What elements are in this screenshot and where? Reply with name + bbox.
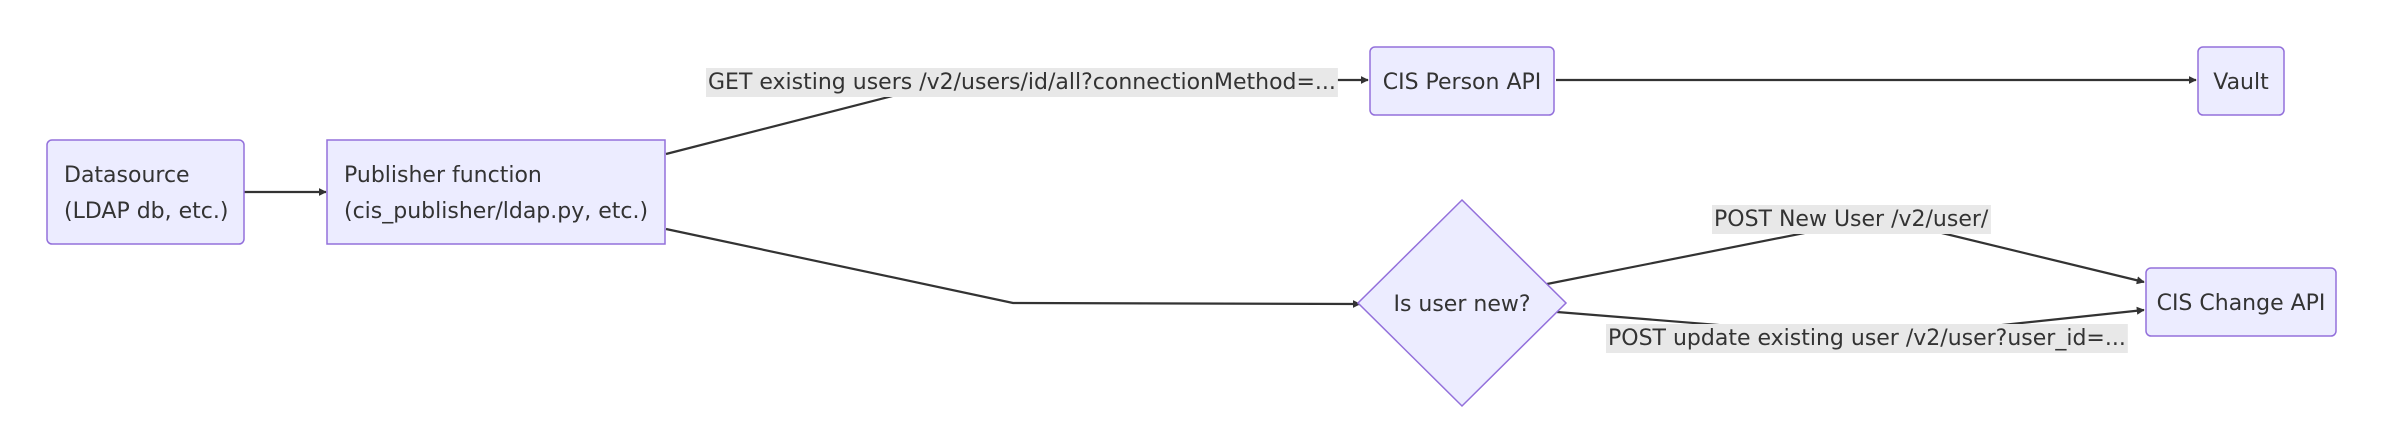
node-decision-diamond	[1356, 198, 1568, 408]
edge-label-post-new-text: POST New User /v2/user/	[1714, 207, 1989, 232]
node-datasource-line2: (LDAP db, etc.)	[64, 199, 228, 224]
node-publisher-box	[326, 139, 666, 245]
node-decision[interactable]: Is user new?	[1356, 198, 1568, 408]
edge-label-bg	[706, 68, 1338, 97]
node-publisher-line1: Publisher function	[344, 163, 542, 188]
node-vault[interactable]: Vault	[2197, 46, 2285, 116]
edge-label-bg	[1606, 324, 2128, 353]
node-person-api[interactable]: CIS Person API	[1369, 46, 1555, 116]
edge-label-get-users-text: GET existing users /v2/users/id/all?conn…	[708, 70, 1336, 95]
node-publisher-line2: (cis_publisher/ldap.py, etc.)	[344, 199, 648, 224]
edge-label-bg	[1712, 205, 1991, 234]
edge-label-post-update: POST update existing user /v2/user?user_…	[1606, 324, 2128, 353]
node-person-api-label: CIS Person API	[1383, 70, 1542, 95]
node-change-api[interactable]: CIS Change API	[2145, 267, 2337, 337]
node-person-api-box	[1369, 46, 1555, 116]
node-change-api-label: CIS Change API	[2157, 291, 2326, 316]
node-decision-label: Is user new?	[1393, 292, 1530, 317]
edge-label-get-users: GET existing users /v2/users/id/all?conn…	[706, 68, 1338, 97]
node-publisher[interactable]: Publisher function (cis_publisher/ldap.p…	[326, 139, 666, 245]
edge-label-post-new: POST New User /v2/user/	[1712, 205, 1991, 234]
edge-label-post-update-text: POST update existing user /v2/user?user_…	[1608, 326, 2126, 351]
node-datasource-box	[46, 139, 245, 245]
node-change-api-box	[2145, 267, 2337, 337]
node-vault-box	[2197, 46, 2285, 116]
node-datasource[interactable]: Datasource (LDAP db, etc.)	[46, 139, 245, 245]
node-datasource-line1: Datasource	[64, 163, 190, 188]
node-vault-label: Vault	[2213, 70, 2269, 95]
edge-publisher-decision	[665, 227, 1361, 308]
